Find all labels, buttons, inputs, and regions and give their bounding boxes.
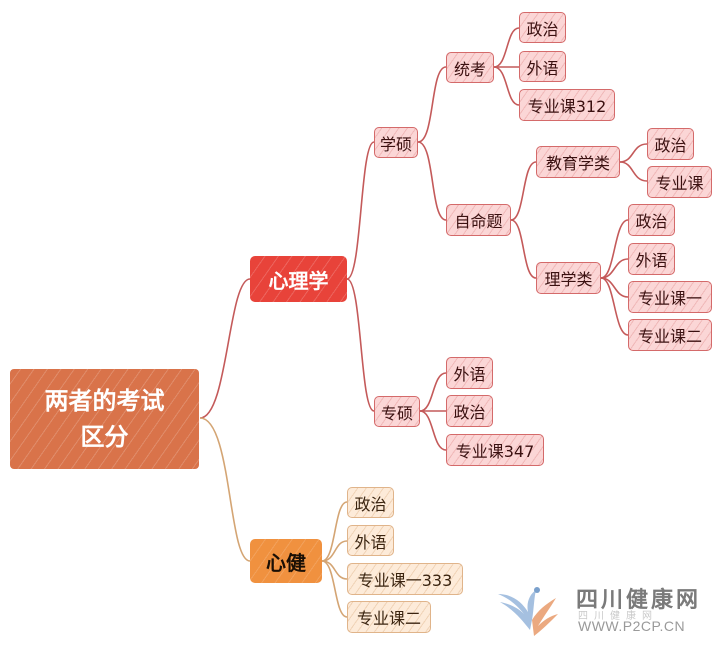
- root-node[interactable]: 两者的考试 区分: [10, 369, 199, 469]
- unified-item-politics[interactable]: 政治: [519, 12, 566, 43]
- unified-exam-label: 统考: [453, 59, 486, 79]
- mental-health-item-politics[interactable]: 政治: [347, 487, 394, 518]
- science-category-node[interactable]: 理学类: [536, 262, 601, 294]
- item-label: 专业课一333: [357, 571, 453, 590]
- science-item-politics[interactable]: 政治: [628, 204, 675, 236]
- science-category-label: 理学类: [544, 270, 593, 289]
- item-label: 外语: [354, 532, 387, 552]
- root-label-line1: 两者的考试: [44, 387, 165, 415]
- watermark-title: 四川健康网: [576, 588, 702, 613]
- item-label: 政治: [526, 19, 559, 39]
- academic-master-label: 学硕: [379, 134, 412, 154]
- professional-master-label: 专硕: [380, 403, 413, 423]
- professional-item-politics[interactable]: 政治: [446, 395, 493, 427]
- phoenix-logo-icon: [498, 587, 558, 636]
- item-label: 专业课一: [637, 289, 702, 308]
- item-label: 外语: [635, 251, 668, 270]
- education-category-label: 教育学类: [545, 154, 610, 173]
- item-label: 专业课: [655, 174, 704, 193]
- education-item-major[interactable]: 专业课: [647, 166, 712, 198]
- unified-item-major-312[interactable]: 专业课312: [519, 89, 615, 121]
- item-label: 专业课二: [356, 609, 421, 628]
- mental-health-label: 心健: [266, 550, 306, 575]
- item-label: 政治: [354, 494, 387, 514]
- item-label: 政治: [654, 136, 687, 155]
- science-item-major-two[interactable]: 专业课二: [628, 319, 712, 351]
- watermark: 四川健康网 四川健康网 WWW.P2CP.CN: [492, 580, 712, 640]
- education-item-politics[interactable]: 政治: [647, 128, 694, 160]
- self-set-exam-label: 自命题: [454, 212, 503, 231]
- item-label: 外语: [526, 58, 559, 78]
- professional-item-language[interactable]: 外语: [446, 357, 493, 389]
- academic-master-node[interactable]: 学硕: [374, 127, 418, 158]
- education-category-node[interactable]: 教育学类: [536, 146, 620, 178]
- item-label: 专业课二: [637, 327, 702, 346]
- watermark-subtitle: 四川健康网: [578, 611, 658, 622]
- psychology-label: 心理学: [268, 268, 329, 293]
- item-label: 专业课312: [527, 97, 607, 116]
- professional-item-major-347[interactable]: 专业课347: [446, 434, 544, 466]
- mental-health-item-major-one-333[interactable]: 专业课一333: [347, 563, 463, 595]
- item-label: 政治: [635, 212, 668, 231]
- root-label-line2: 区分: [80, 423, 129, 451]
- item-label: 专业课347: [455, 442, 535, 461]
- mental-health-item-major-two[interactable]: 专业课二: [347, 601, 431, 633]
- unified-exam-node[interactable]: 统考: [446, 52, 494, 83]
- self-set-exam-node[interactable]: 自命题: [446, 204, 511, 236]
- psychology-node[interactable]: 心理学: [250, 256, 347, 302]
- science-item-language[interactable]: 外语: [628, 243, 675, 275]
- professional-master-node[interactable]: 专硕: [374, 396, 420, 427]
- mental-health-node[interactable]: 心健: [250, 539, 322, 583]
- unified-item-language[interactable]: 外语: [519, 51, 566, 82]
- item-label: 政治: [453, 403, 486, 422]
- science-item-major-one[interactable]: 专业课一: [628, 281, 712, 313]
- item-label: 外语: [453, 365, 486, 384]
- watermark-url: WWW.P2CP.CN: [578, 618, 686, 634]
- mental-health-item-language[interactable]: 外语: [347, 525, 394, 556]
